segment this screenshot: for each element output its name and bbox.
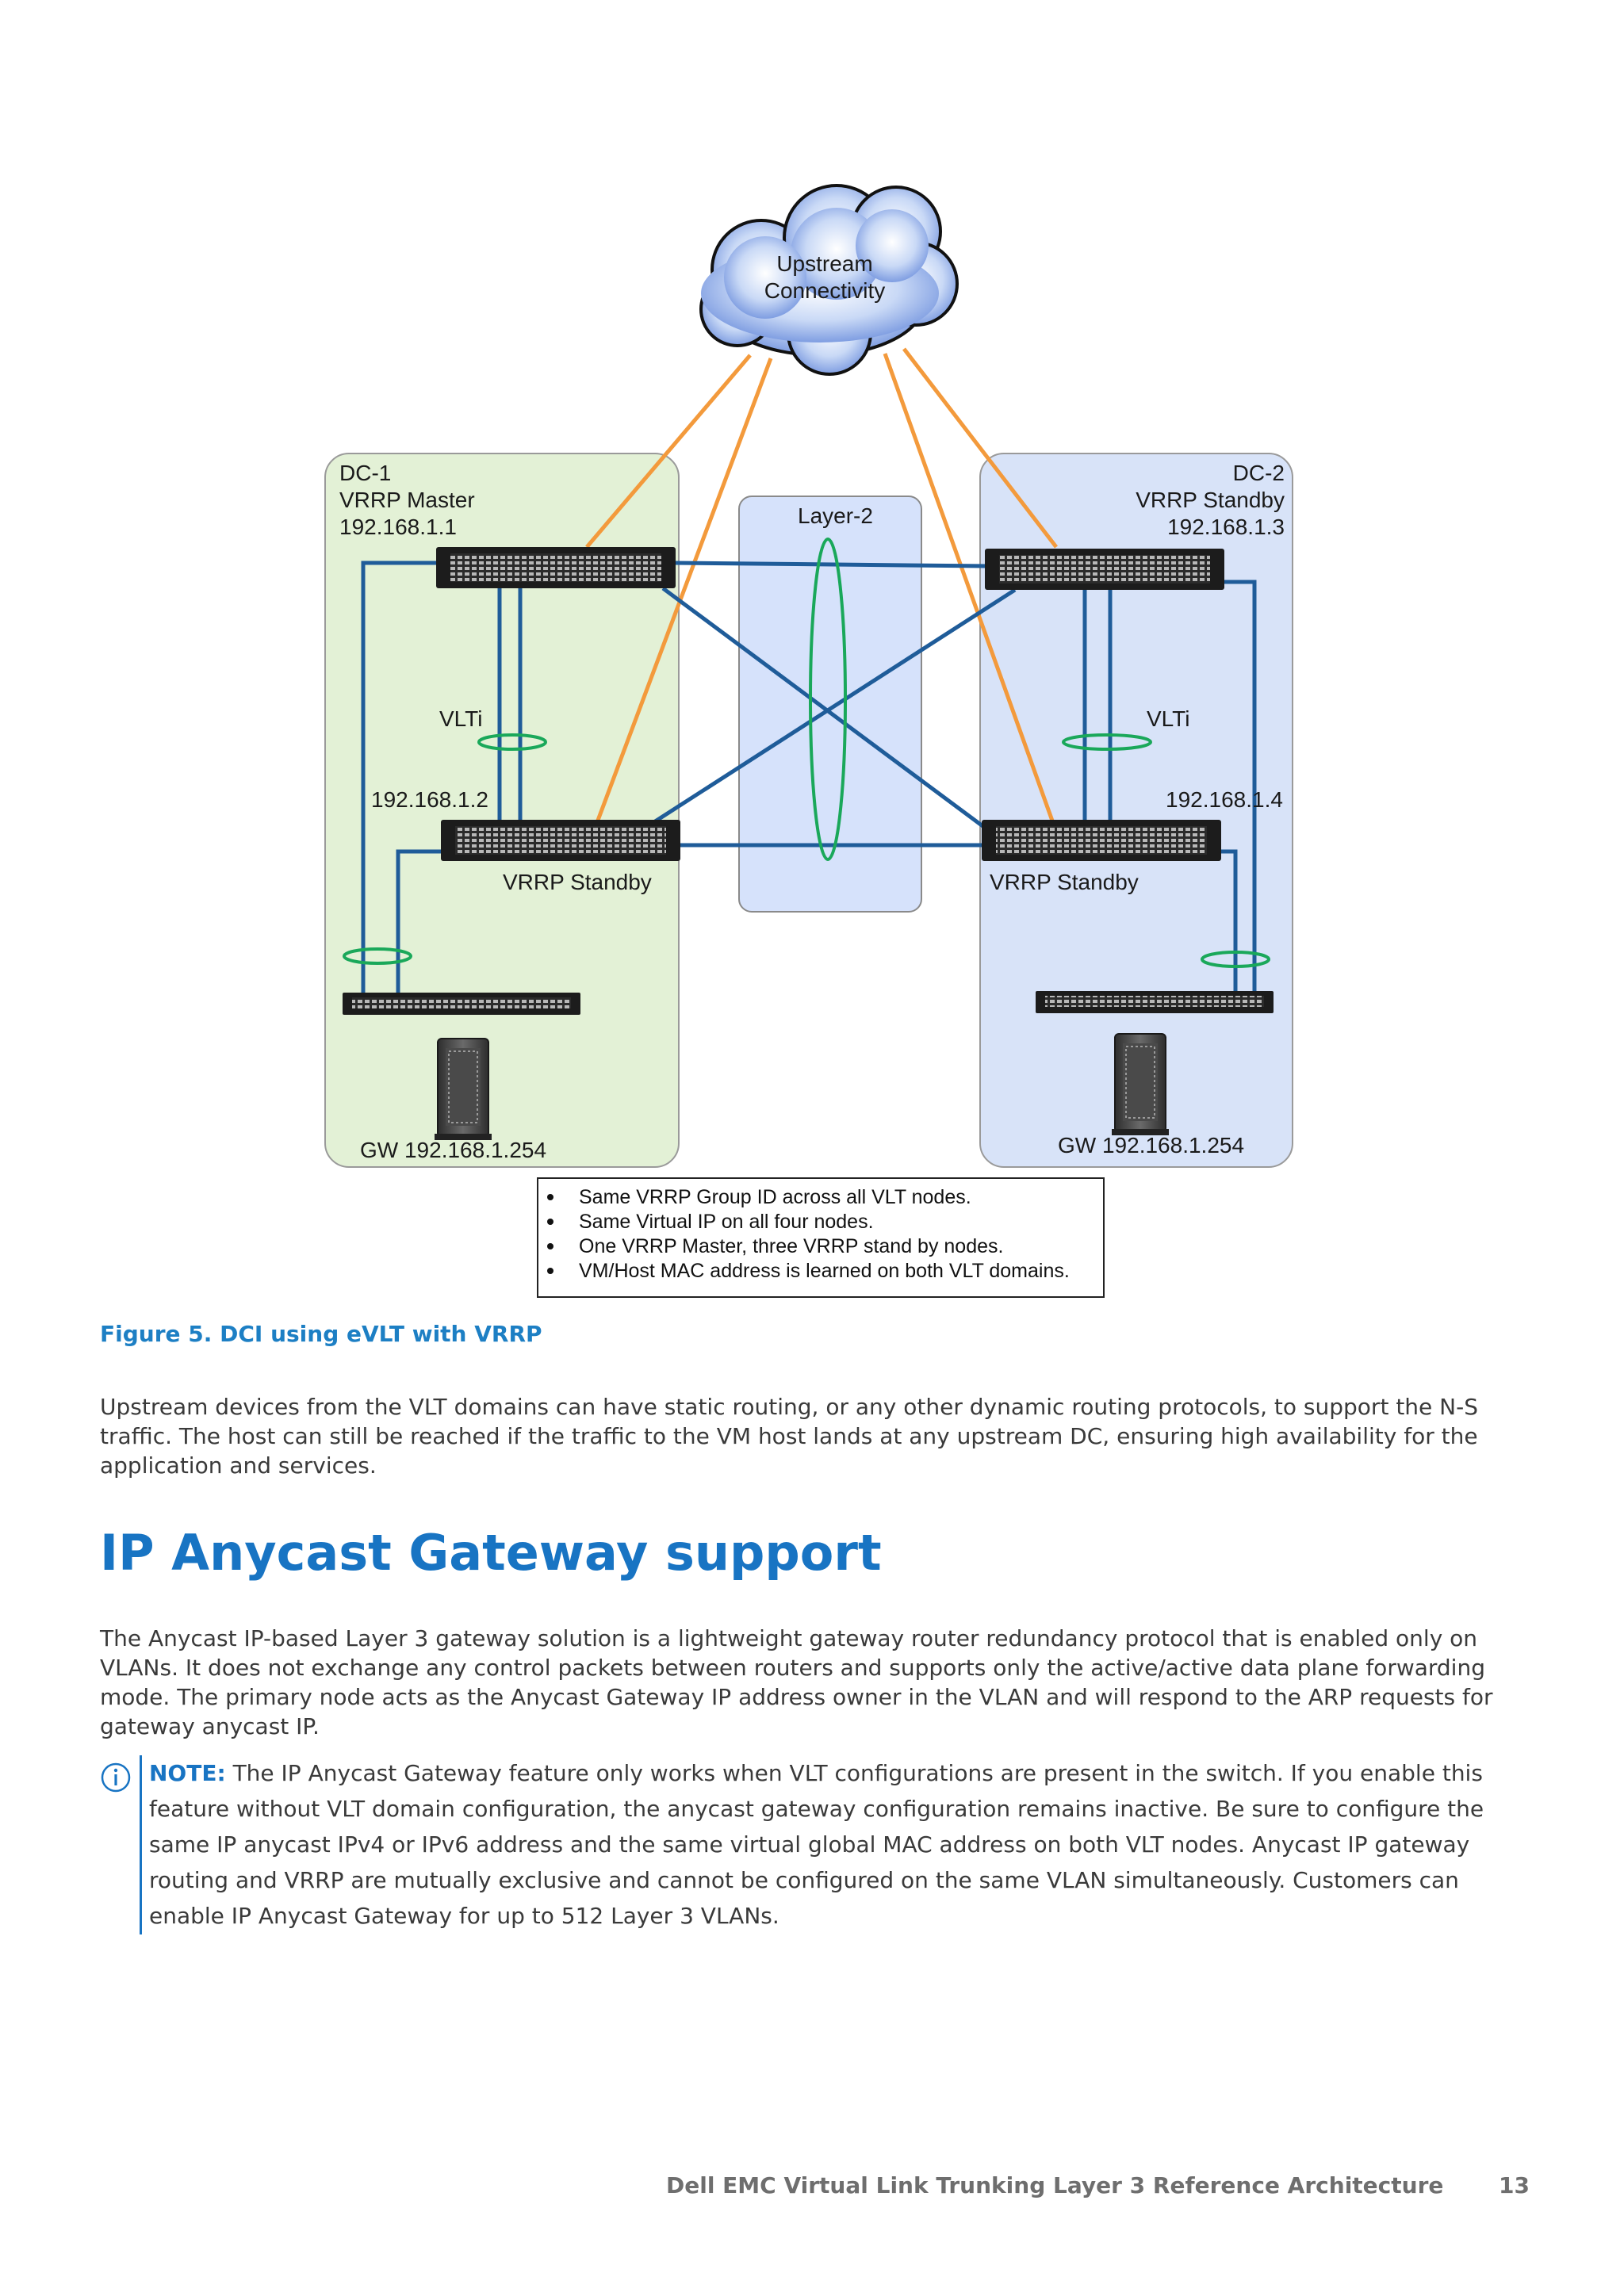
figure-notes-box: Same VRRP Group ID across all VLT nodes.…: [537, 1177, 1105, 1298]
note-body: NOTE: The IP Anycast Gateway feature onl…: [149, 1755, 1505, 1934]
network-links: [361, 561, 1257, 994]
dc1-gateway: GW 192.168.1.254: [360, 1138, 546, 1162]
switch-dc1-master: [436, 547, 676, 588]
upstream-cloud: [699, 184, 959, 376]
footer-title: Dell EMC Virtual Link Trunking Layer 3 R…: [666, 2172, 1444, 2198]
dc2-gateway: GW 192.168.1.254: [1058, 1133, 1244, 1158]
note-label: NOTE:: [149, 1760, 226, 1786]
cloud-label-line2: Connectivity: [764, 278, 886, 303]
uplinks: [585, 347, 1058, 825]
lag-rings: [343, 538, 1270, 968]
dc1-panel: [324, 453, 680, 1168]
dc2-standby-ip: 192.168.1.4: [1166, 787, 1283, 812]
dc2-vlti-label: VLTi: [1147, 706, 1189, 731]
note-item-3: One VRRP Master, three VRRP stand by nod…: [579, 1235, 1003, 1257]
server-tower-dc1: [435, 1038, 492, 1140]
info-icon: [101, 1762, 131, 1793]
access-switch-dc1: [343, 993, 580, 1015]
access-switch-dc2: [1036, 991, 1274, 1013]
dc1-name: DC-1: [339, 461, 391, 485]
dc2-standby-role: VRRP Standby: [990, 870, 1139, 894]
server-tower-dc2: [1112, 1033, 1169, 1135]
note-item-2: Same Virtual IP on all four nodes.: [579, 1211, 874, 1233]
cloud-label-line1: Upstream: [776, 251, 872, 276]
layer2-panel: [738, 496, 922, 913]
note-bar: [140, 1755, 142, 1934]
dc1-vlti-label: VLTi: [439, 706, 482, 731]
body-paragraph-1: Upstream devices from the VLT domains ca…: [100, 1394, 1478, 1479]
dc2-name: DC-2: [1233, 461, 1285, 485]
dc1-role: VRRP Master: [339, 488, 475, 512]
body-paragraph-2: The Anycast IP-based Layer 3 gateway sol…: [100, 1625, 1493, 1739]
switch-dc2-standby-top: [985, 549, 1224, 590]
dc1-ip: 192.168.1.1: [339, 515, 457, 539]
note-item-1: Same VRRP Group ID across all VLT nodes.: [579, 1186, 971, 1208]
section-heading: IP Anycast Gateway support: [100, 1524, 882, 1582]
figure-caption: Figure 5. DCI using eVLT with VRRP: [100, 1321, 542, 1347]
dc1-standby-role: VRRP Standby: [503, 870, 652, 894]
note-item-4: VM/Host MAC address is learned on both V…: [579, 1260, 1070, 1282]
note-text: The IP Anycast Gateway feature only work…: [149, 1760, 1484, 1929]
dc2-panel: [979, 453, 1293, 1168]
switch-dc1-standby: [441, 820, 680, 861]
page-number: 13: [1499, 2172, 1530, 2198]
dc2-ip: 192.168.1.3: [1167, 515, 1285, 539]
dc2-role: VRRP Standby: [1136, 488, 1285, 512]
switch-dc2-standby-bottom: [982, 820, 1221, 861]
dc1-standby-ip: 192.168.1.2: [371, 787, 488, 812]
dci-evlt-vrrp-diagram: Upstream Connectivity DC-1 VRRP Master 1…: [324, 184, 1293, 1298]
layer2-label: Layer-2: [798, 503, 873, 528]
